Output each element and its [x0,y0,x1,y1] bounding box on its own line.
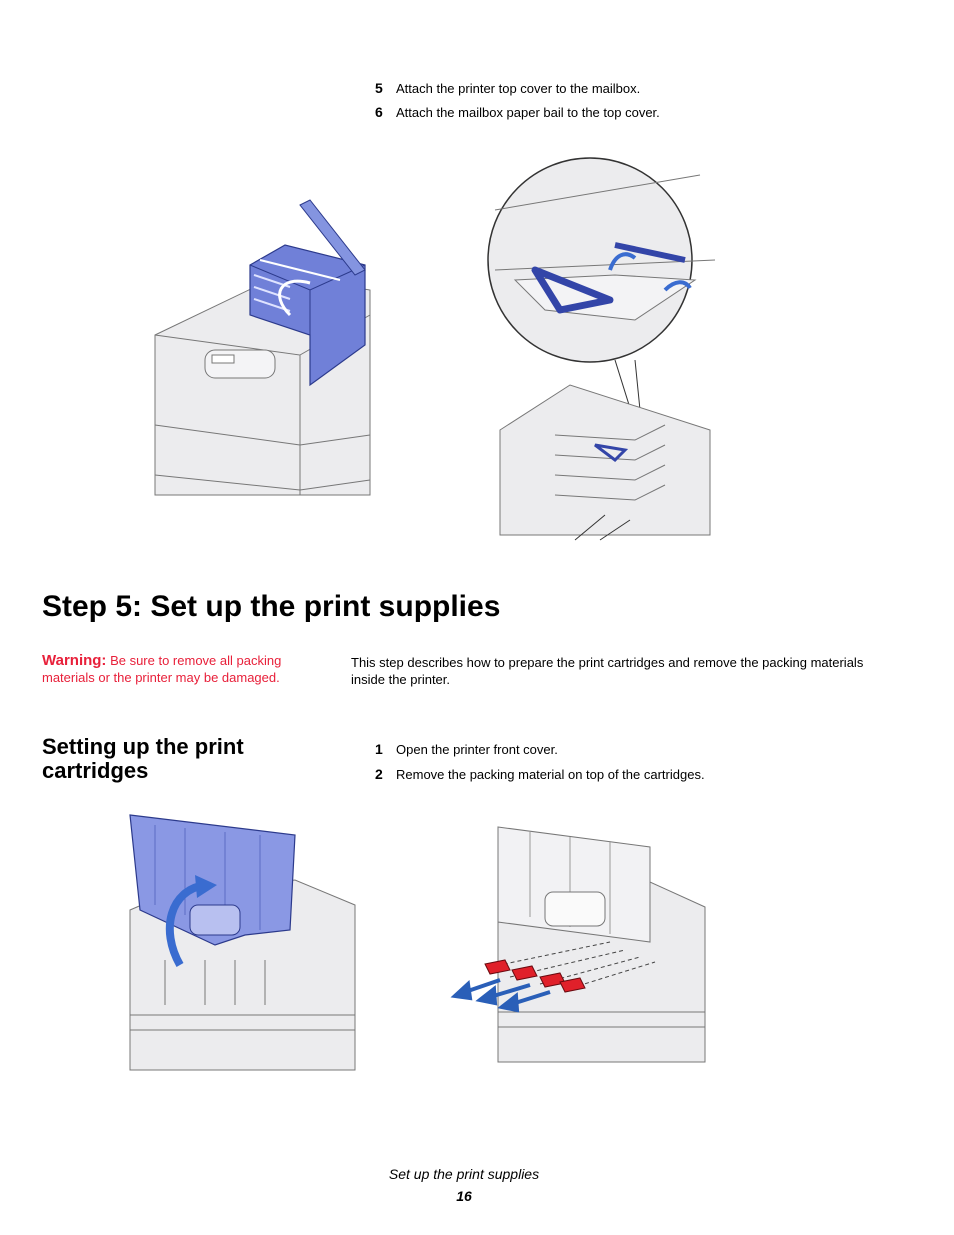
step-text: Attach the printer top cover to the mail… [396,81,641,96]
remove-packing-material-illustration [450,826,706,1063]
step-2: 2 Remove the packing material on top of t… [375,766,705,783]
step-text: Open the printer front cover. [396,742,558,757]
step-6: 6 Attach the mailbox paper bail to the to… [375,104,660,121]
page-number: 16 [456,1188,472,1204]
section-title: Step 5: Set up the print supplies [42,590,501,623]
warning-label: Warning: [42,652,107,669]
printer-mailbox-illustration [154,199,371,496]
open-front-cover-illustration [129,814,356,1071]
step-text: Remove the packing material on top of th… [396,767,705,782]
step-number: 5 [375,80,383,96]
step-text: Attach the mailbox paper bail to the top… [396,105,660,120]
step-number: 2 [375,766,383,782]
intro-text: This step describes how to prepare the p… [351,655,864,687]
step-number: 1 [375,741,383,757]
paper-bail-detail-illustration [487,157,716,541]
step-5: 5 Attach the printer top cover to the mai… [375,80,640,97]
step-number: 6 [375,104,383,120]
subsection-title: Setting up the print cartridges [42,734,244,783]
warning-text: Be sure to remove all packing materials … [42,653,282,685]
step-1: 1 Open the printer front cover. [375,741,558,758]
footer-title: Set up the print supplies [388,1166,540,1182]
warning-note: Warning: Be sure to remove all packing m… [42,652,312,686]
